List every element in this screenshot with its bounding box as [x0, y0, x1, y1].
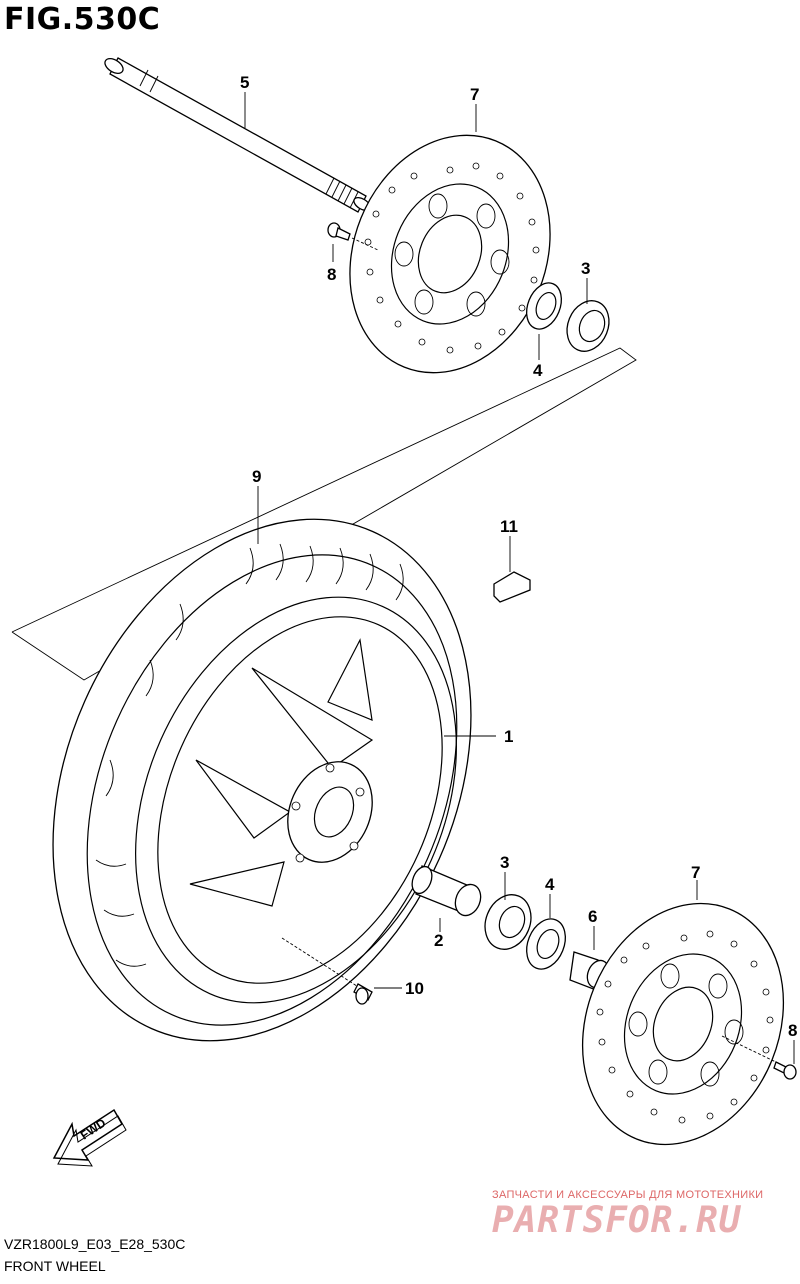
tire-valve-part [281, 937, 373, 1005]
figure-title: FIG.530C [4, 2, 161, 37]
brake-disc-lower [581, 902, 785, 1146]
disc-bolt-lower [721, 1035, 797, 1080]
assembly-plane-line [11, 347, 637, 681]
leader-lines [244, 92, 795, 1064]
callout-11: 11 [500, 517, 518, 536]
figure-name: FRONT WHEEL [4, 1258, 106, 1274]
wheel-rim-part [135, 596, 457, 1004]
watermark-tagline: ЗАПЧАСТИ И АКСЕССУАРЫ ДЛЯ МОТОТЕХНИКИ [492, 1189, 764, 1201]
callout-7-upper: 7 [470, 85, 479, 104]
balancer-weight-part [493, 540, 531, 603]
brake-disc-upper [349, 134, 551, 374]
callout-9: 9 [252, 467, 261, 486]
callout-2: 2 [434, 931, 443, 950]
callout-1: 1 [504, 727, 513, 746]
callout-8-upper: 8 [327, 265, 336, 284]
axle-part [104, 57, 371, 213]
bearing-lower [484, 894, 532, 950]
disc-bolt-upper [327, 222, 379, 251]
callout-8-lower: 8 [788, 1021, 797, 1040]
callout-3-upper: 3 [581, 259, 590, 278]
fwd-arrow-icon: FWD [52, 1108, 127, 1167]
oil-seal-upper [526, 282, 562, 330]
callout-7-lower: 7 [691, 863, 700, 882]
oil-seal-lower [526, 918, 566, 970]
callout-6: 6 [588, 907, 597, 926]
bearing-upper [566, 300, 610, 352]
watermark-logo: PARTSFOR.RU [492, 1200, 742, 1241]
callout-3-lower: 3 [500, 853, 509, 872]
callout-5: 5 [240, 73, 249, 92]
spacer-part [411, 865, 482, 917]
tire-part [52, 518, 472, 1042]
callout-10: 10 [405, 979, 424, 998]
figure-code: VZR1800L9_E03_E28_530C [4, 1236, 186, 1252]
callout-4-upper: 4 [533, 361, 543, 380]
callout-4-lower: 4 [545, 875, 555, 894]
